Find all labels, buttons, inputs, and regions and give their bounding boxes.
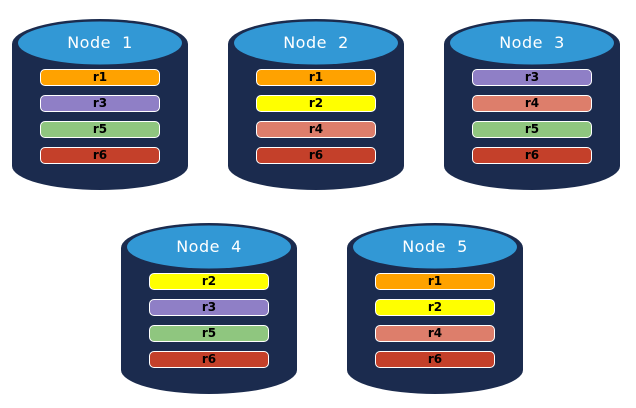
replica-bar-r1: r1 (256, 69, 376, 86)
node-1: Node 1 r1 r3 r5 r6 (12, 17, 188, 193)
replica-list: r1 r3 r5 r6 (40, 69, 160, 173)
replica-bar-r3: r3 (149, 299, 269, 316)
node-3: Node 3 r3 r4 r5 r6 (444, 17, 620, 193)
replica-bar-r2: r2 (375, 299, 495, 316)
node-5: Node 5 r1 r2 r4 r6 (347, 221, 523, 397)
replica-bar-r1: r1 (40, 69, 160, 86)
replica-bar-r6: r6 (375, 351, 495, 368)
replica-bar-r5: r5 (472, 121, 592, 138)
node-4: Node 4 r2 r3 r5 r6 (121, 221, 297, 397)
replica-list: r1 r2 r4 r6 (256, 69, 376, 173)
node-2: Node 2 r1 r2 r4 r6 (228, 17, 404, 193)
replica-bar-r4: r4 (256, 121, 376, 138)
replica-list: r1 r2 r4 r6 (375, 273, 495, 377)
node-label: Node 4 (176, 237, 242, 256)
replica-bar-r3: r3 (40, 95, 160, 112)
node-label: Node 5 (402, 237, 468, 256)
replica-bar-r1: r1 (375, 273, 495, 290)
replica-bar-r3: r3 (472, 69, 592, 86)
replica-list: r3 r4 r5 r6 (472, 69, 592, 173)
replica-bar-r2: r2 (149, 273, 269, 290)
database-cylinder-icon (347, 223, 523, 394)
replica-bar-r6: r6 (256, 147, 376, 164)
replica-bar-r2: r2 (256, 95, 376, 112)
node-label: Node 1 (67, 33, 133, 52)
replica-bar-r4: r4 (472, 95, 592, 112)
node-label: Node 2 (283, 33, 349, 52)
replica-bar-r6: r6 (40, 147, 160, 164)
node-label: Node 3 (499, 33, 565, 52)
replica-bar-r6: r6 (472, 147, 592, 164)
replica-bar-r4: r4 (375, 325, 495, 342)
replica-bar-r5: r5 (40, 121, 160, 138)
replica-list: r2 r3 r5 r6 (149, 273, 269, 377)
replica-bar-r6: r6 (149, 351, 269, 368)
replica-bar-r5: r5 (149, 325, 269, 342)
